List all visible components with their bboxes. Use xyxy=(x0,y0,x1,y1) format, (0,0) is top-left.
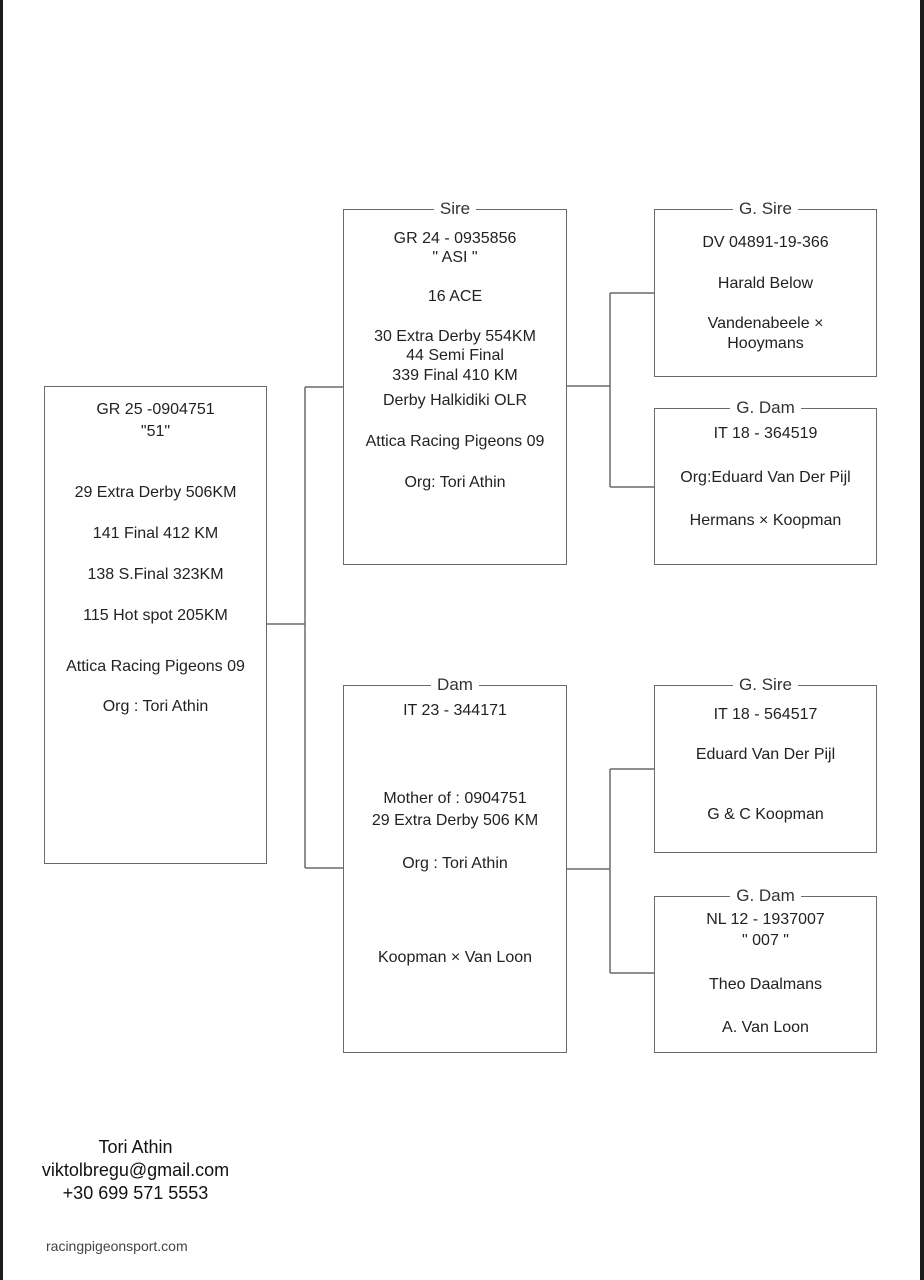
subject-box: GR 25 -0904751 "51" 29 Extra Derby 506KM… xyxy=(44,386,267,864)
sire-result: 44 Semi Final xyxy=(406,347,504,364)
subject-name: "51" xyxy=(140,423,171,440)
dam-gsire-ring: IT 18 - 564517 xyxy=(713,706,818,723)
dam-gdam-lines: A. Van Loon xyxy=(722,1019,809,1036)
dam-gsire-title: G. Sire xyxy=(733,675,798,694)
subject-result: 115 Hot spot 205KM xyxy=(83,607,228,624)
sire-ace: 16 ACE xyxy=(427,288,483,305)
sire-gdam-ring: IT 18 - 364519 xyxy=(713,425,818,442)
dam-org: Org : Tori Athin xyxy=(402,855,508,872)
dam-gsire-breeder: Eduard Van Der Pijl xyxy=(695,746,836,763)
dam-result: 29 Extra Derby 506 KM xyxy=(371,812,539,829)
sire-ring: GR 24 - 0935856 xyxy=(393,230,517,247)
sire-org: Org: Tori Athin xyxy=(404,474,506,491)
sire-box: Sire GR 24 - 0935856 " ASI " 16 ACE 30 E… xyxy=(343,199,567,565)
sire-gsire-breeder: Harald Below xyxy=(717,275,814,292)
page-edge-right xyxy=(920,0,924,1280)
subject-result: 138 S.Final 323KM xyxy=(87,566,224,583)
dam-gdam-name: " 007 " xyxy=(742,932,789,949)
subject-ring: GR 25 -0904751 xyxy=(96,401,215,418)
sire-name: " ASI " xyxy=(432,249,478,266)
contact-email[interactable]: viktolbregu@gmail.com xyxy=(41,1160,230,1180)
dam-ring: IT 23 - 344171 xyxy=(403,702,507,719)
contact-name: Tori Athin xyxy=(98,1137,173,1157)
sire-gsire-title: G. Sire xyxy=(733,199,798,218)
dam-gsire-box: G. Sire IT 18 - 564517 Eduard Van Der Pi… xyxy=(654,675,877,853)
subject-result: 141 Final 412 KM xyxy=(92,525,219,542)
dam-gdam-box: G. Dam NL 12 - 1937007 " 007 " Theo Daal… xyxy=(654,886,877,1053)
website-watermark: racingpigeonsport.com xyxy=(46,1238,188,1254)
contact-phone[interactable]: +30 699 571 5553 xyxy=(62,1183,209,1203)
dam-gsire-lines: G & C Koopman xyxy=(707,806,824,823)
dam-gdam-ring: NL 12 - 1937007 xyxy=(706,911,825,928)
subject-org: Org : Tori Athin xyxy=(102,698,209,715)
dam-title: Dam xyxy=(431,675,479,694)
sire-gsire-box: G. Sire DV 04891-19-366 Harald Below Van… xyxy=(654,199,877,377)
sire-gdam-title: G. Dam xyxy=(730,398,801,417)
sire-gdam-box: G. Dam IT 18 - 364519 Org:Eduard Van Der… xyxy=(654,398,877,565)
sire-club: Attica Racing Pigeons 09 xyxy=(365,433,545,450)
sire-result: 30 Extra Derby 554KM xyxy=(374,328,536,345)
sire-race: Derby Halkidiki OLR xyxy=(382,392,528,409)
subject-club: Attica Racing Pigeons 09 xyxy=(66,658,245,675)
sire-gsire-lines: Hooymans xyxy=(727,335,804,352)
sire-gdam-lines: Hermans × Koopman xyxy=(689,512,842,529)
sire-gdam-org: Org:Eduard Van Der Pijl xyxy=(680,469,851,486)
subject-result: 29 Extra Derby 506KM xyxy=(74,484,237,501)
sire-gsire-ring: DV 04891-19-366 xyxy=(702,234,829,251)
sire-result: 339 Final 410 KM xyxy=(392,367,518,384)
page-edge-left xyxy=(0,0,3,1280)
dam-mother-of: Mother of : 0904751 xyxy=(383,790,527,807)
dam-lines: Koopman × Van Loon xyxy=(377,949,533,966)
dam-gdam-breeder: Theo Daalmans xyxy=(709,976,822,993)
sire-gsire-lines: Vandenabeele × xyxy=(707,315,824,332)
dam-box: Dam IT 23 - 344171 Mother of : 0904751 2… xyxy=(343,675,567,1053)
sire-title: Sire xyxy=(433,199,477,218)
dam-gdam-title: G. Dam xyxy=(730,886,801,905)
